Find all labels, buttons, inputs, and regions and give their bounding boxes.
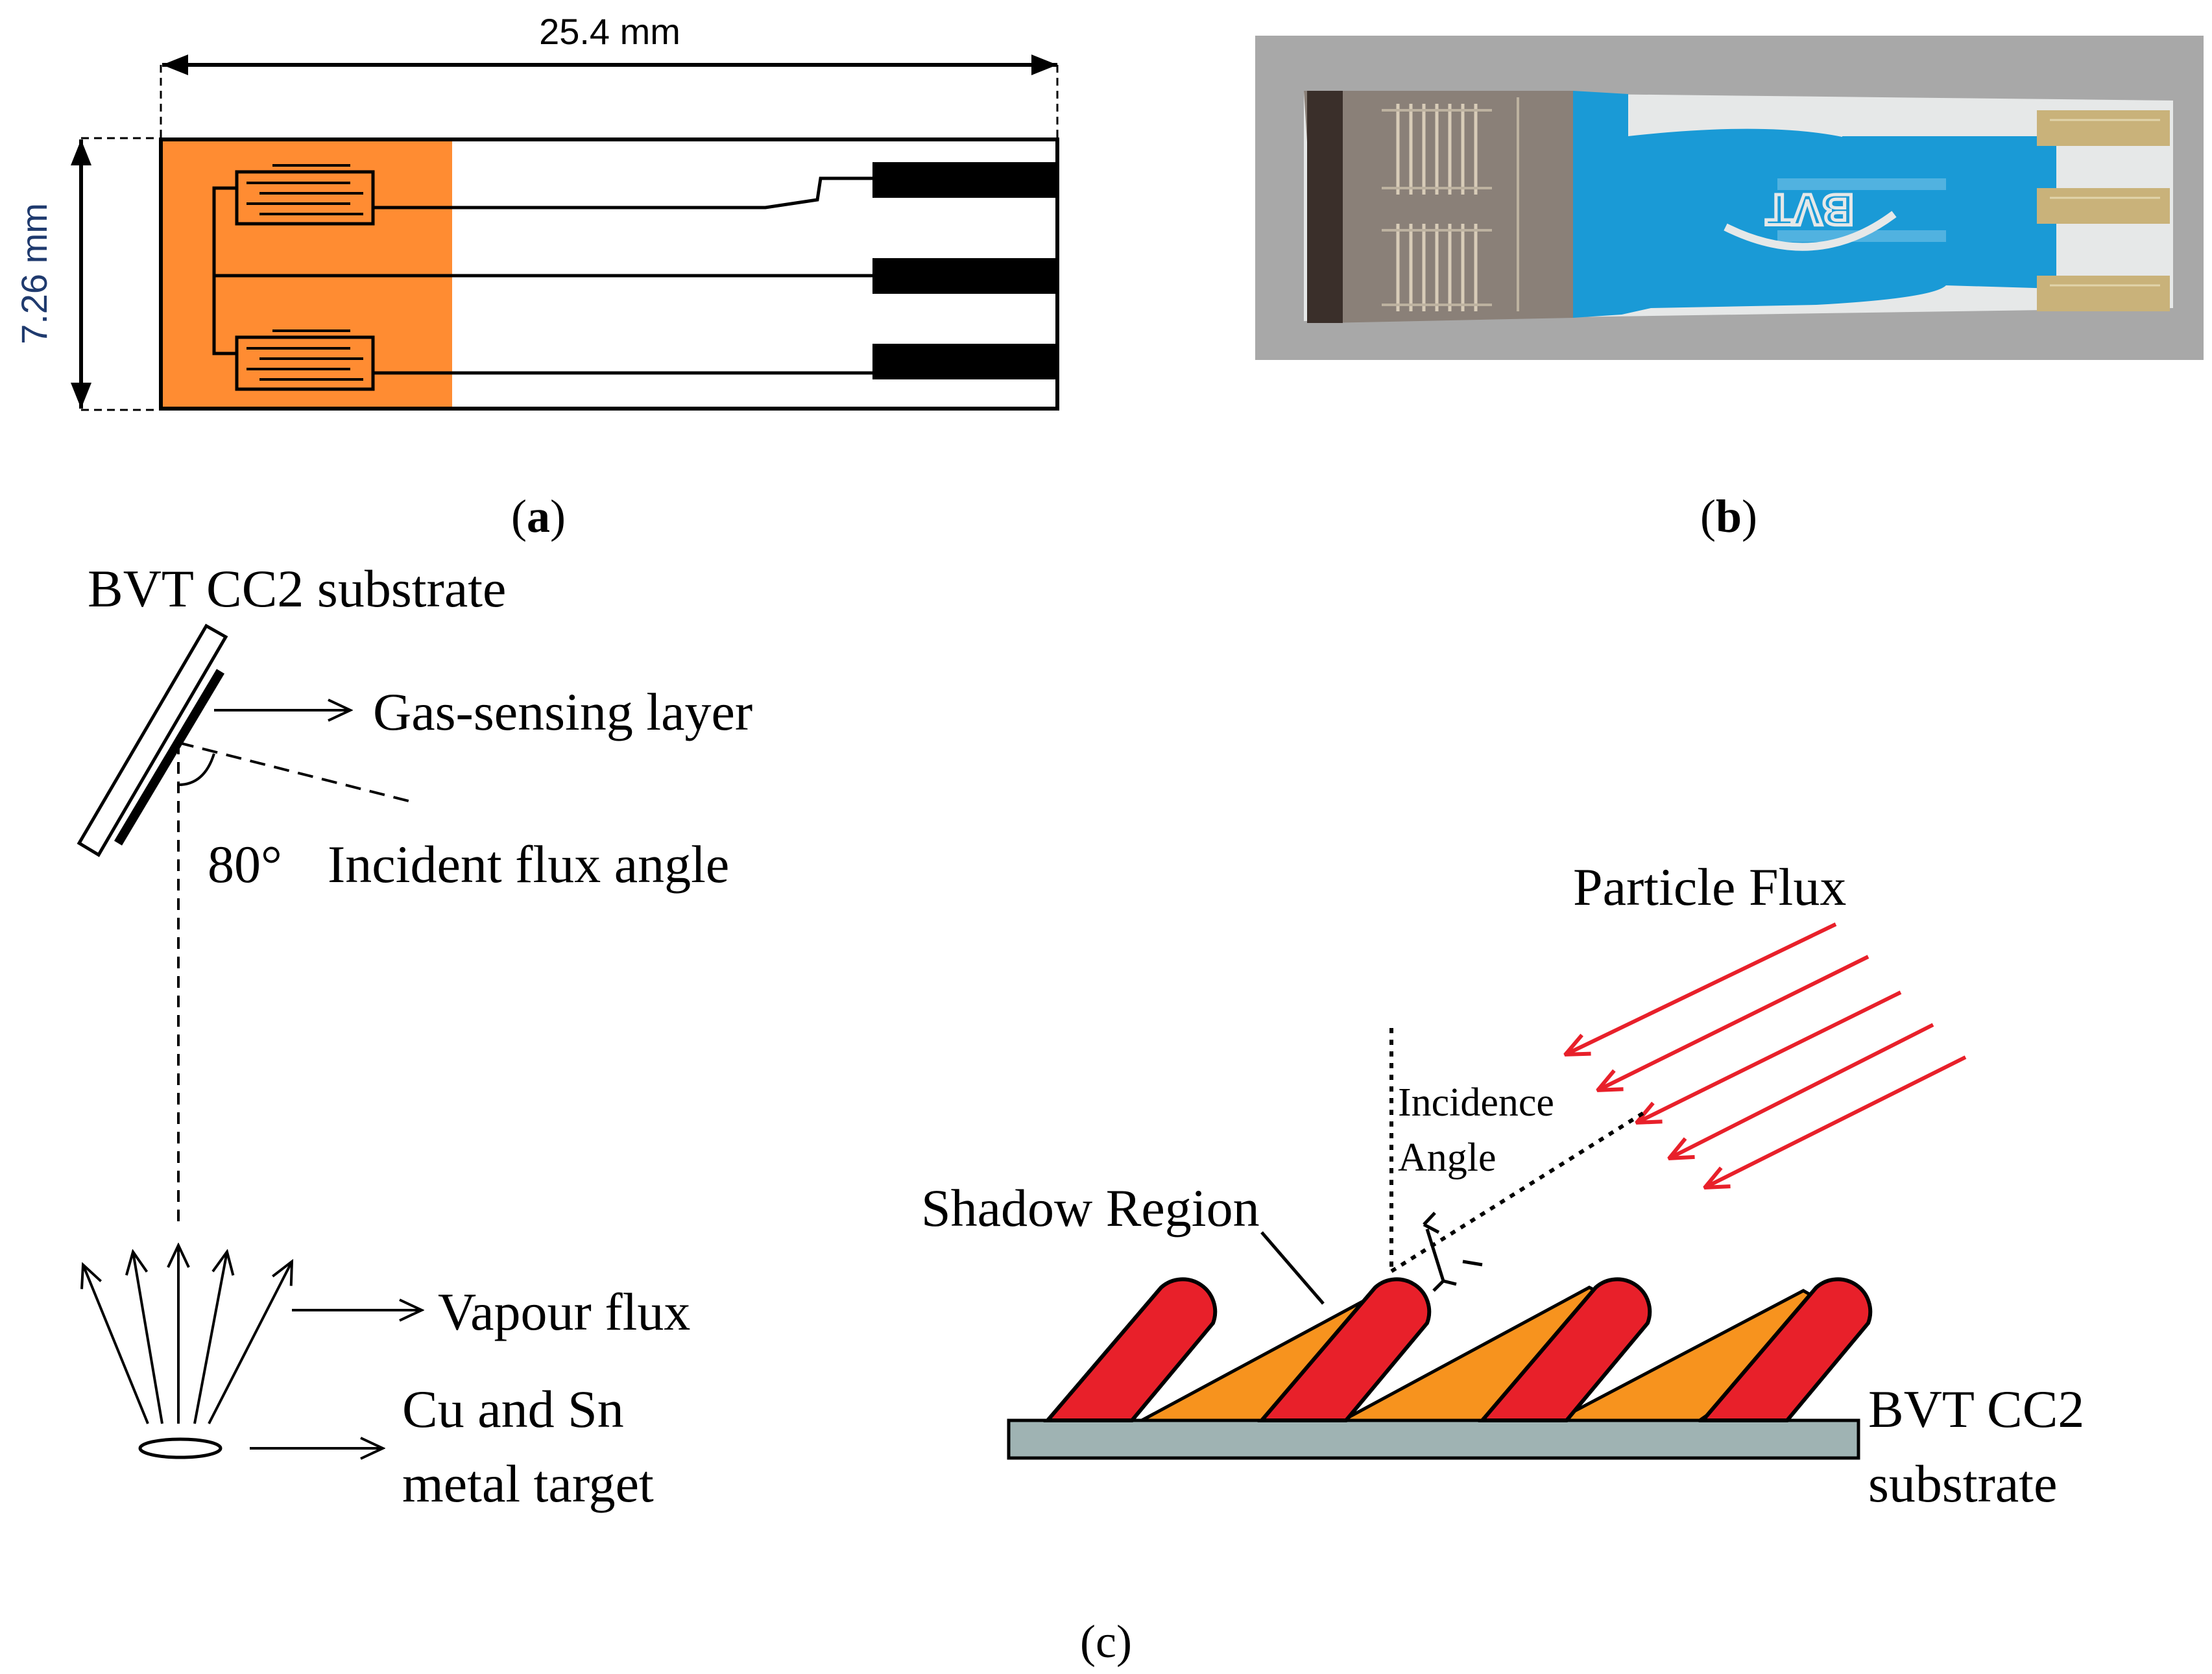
contact-pad-middle (872, 258, 1057, 294)
metal-target-label-line2: metal target (402, 1454, 654, 1513)
metal-target-label-line1: Cu and Sn (402, 1380, 624, 1439)
photo-logo-arc (1724, 211, 1897, 251)
width-arrow-left-head (162, 54, 188, 75)
right-substrate-label-line1: BVT CC2 (1868, 1380, 2084, 1439)
substrate-normal-dashed (178, 741, 409, 802)
common-bus-line (212, 186, 237, 355)
shadow-region-label: Shadow Region (921, 1178, 1260, 1238)
nanocolumns (1043, 1277, 1873, 1422)
gas-sensing-layer-strip (114, 669, 225, 846)
height-arrow-bottom-head (71, 383, 91, 409)
right-substrate-label-line2: substrate (1868, 1454, 2057, 1513)
tilted-substrate (77, 623, 228, 857)
height-arrow-top-head (71, 139, 91, 165)
trace-top (373, 176, 872, 209)
glad-substrate-base (1007, 1418, 1860, 1460)
photo-electrode-area (1304, 91, 1573, 323)
incidence-angle-marker (1425, 1228, 1445, 1282)
vapour-flux-arrows (83, 1245, 292, 1424)
interdigitated-electrode-top (235, 164, 375, 226)
width-arrow-right-head (1031, 54, 1057, 75)
incidence-angle-label-line2: Angle (1398, 1136, 1497, 1180)
incidence-angle-label-line1: Incidence (1398, 1081, 1554, 1125)
incident-angle-arc (178, 753, 215, 786)
metal-target (138, 1437, 222, 1459)
panel-b: BVT (1255, 36, 2204, 542)
caption-b: (b) (1700, 490, 1757, 542)
panel-c-deposition-schematic: BVT CC2 substrate Gas-sensing layer 80° … (77, 559, 752, 1513)
vapour-flux-label: Vapour flux (438, 1282, 690, 1341)
particle-flux-arrows (1567, 922, 1967, 1187)
height-label: 7.26 mm (14, 203, 54, 344)
caption-a: (a) (511, 490, 566, 542)
particle-flux-label: Particle Flux (1573, 857, 1846, 916)
photo-electrode-fingers (1396, 104, 1478, 311)
shadow-region-leader (1260, 1231, 1325, 1305)
angle-label: Incident flux angle (328, 835, 729, 894)
photo-logo-text: BVT (1766, 185, 1854, 234)
panel-a: 25.4 mm 7.26 mm (14, 11, 1059, 542)
interdigitated-electrode-bottom (235, 329, 375, 391)
photo-pad-bottom (2037, 276, 2170, 311)
width-label: 25.4 mm (539, 11, 680, 52)
panel-c-glad-schematic: Particle Flux Shadow Region (921, 857, 2084, 1668)
photo-pad-top (2037, 110, 2170, 146)
shadow-regions (1140, 1282, 1852, 1422)
photo-pad-middle (2037, 188, 2170, 224)
substrate-label: BVT CC2 substrate (88, 559, 506, 618)
gas-sensing-layer-label: Gas-sensing layer (373, 682, 752, 741)
contact-pad-bottom (872, 344, 1057, 379)
angle-value: 80° (208, 835, 282, 894)
caption-c: (c) (1080, 1616, 1132, 1668)
contact-pad-top (872, 162, 1057, 198)
